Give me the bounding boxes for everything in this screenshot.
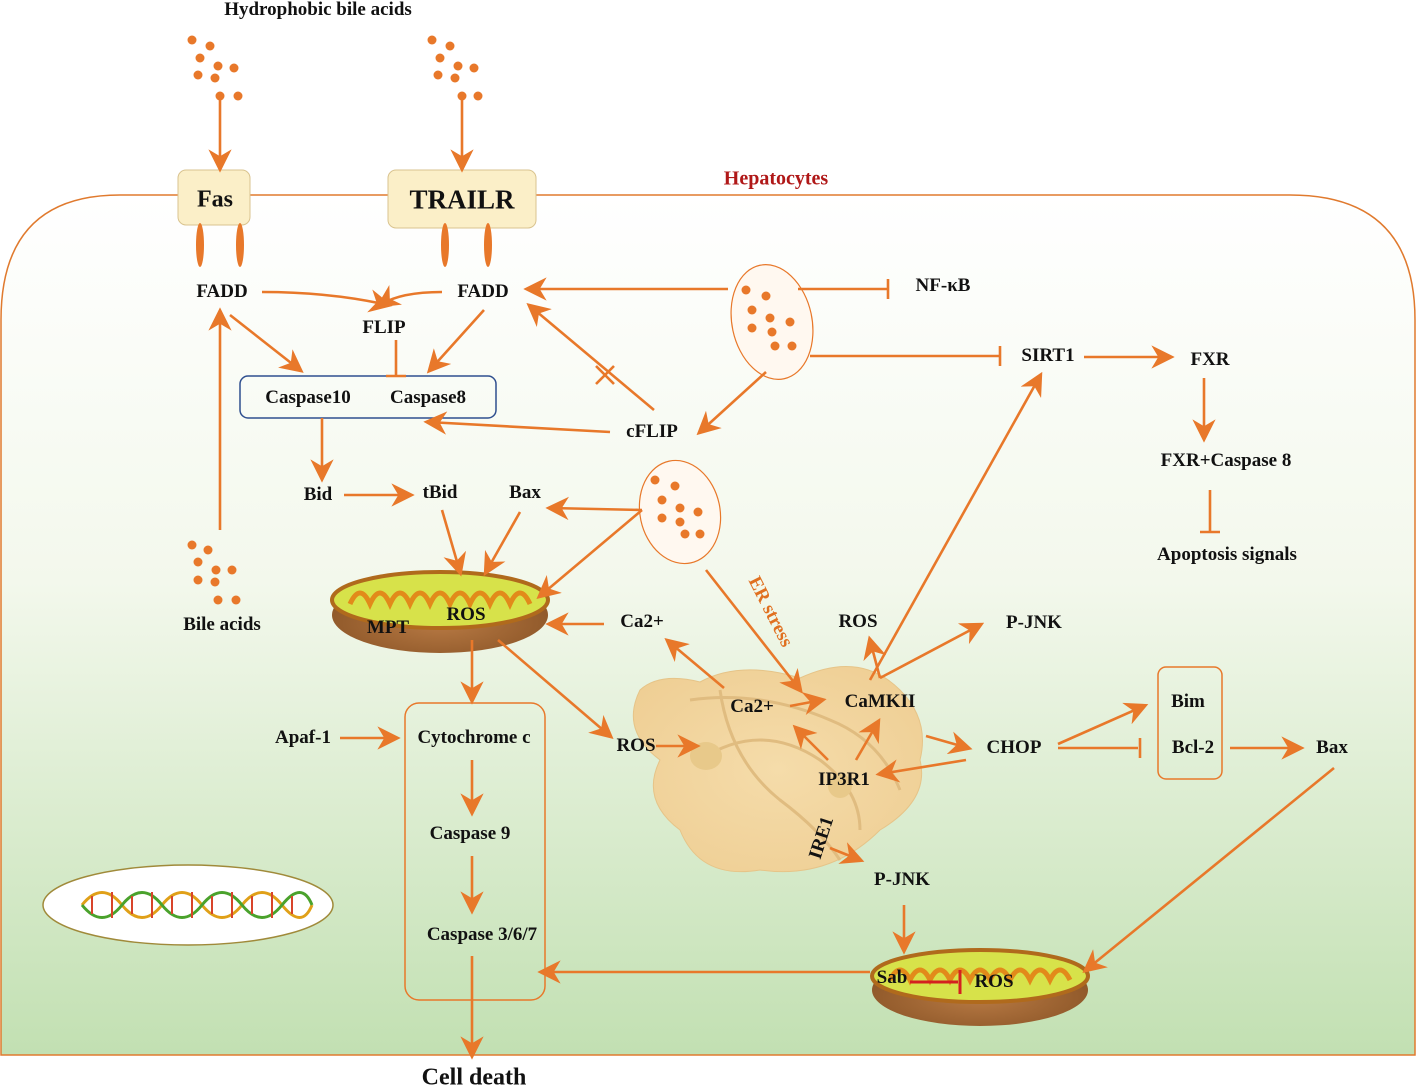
ip3r1: IP3R1 xyxy=(818,769,870,790)
caspase367: Caspase 3/6/7 xyxy=(426,924,538,945)
tbid: tBid xyxy=(422,482,458,503)
caspase9: Caspase 9 xyxy=(429,823,511,844)
inhibition-lines xyxy=(386,279,1220,758)
receptor-stalks xyxy=(196,223,492,267)
sab-ros-inhibition xyxy=(910,970,962,994)
hepatocyte-cell xyxy=(0,194,1416,1056)
fadd-right: FADD xyxy=(457,281,509,302)
cflip: cFLIP xyxy=(626,421,678,442)
camkii: CaMKII xyxy=(844,691,916,712)
ros-top: ROS xyxy=(838,611,878,632)
sirt1: SIRT1 xyxy=(1021,345,1075,366)
trailr-label: TRAILR xyxy=(409,184,515,215)
hepatocytes-label: Hepatocytes xyxy=(723,167,829,190)
bile-acid-vesicle-1 xyxy=(730,264,814,380)
ca2-left: Ca2+ xyxy=(620,611,664,632)
bax-top: Bax xyxy=(509,482,541,503)
cell-death: Cell death xyxy=(421,1064,527,1091)
bile-acids-label: Bile acids xyxy=(183,614,261,635)
caspase10: Caspase10 xyxy=(265,387,351,408)
bax-right: Bax xyxy=(1316,737,1348,758)
hydrophobic-bile-acids-label: Hydrophobic bile acids xyxy=(224,0,412,20)
apaf1: Apaf-1 xyxy=(275,727,331,748)
ros-er: ROS xyxy=(616,735,656,756)
cytochrome-c: Cytochrome c xyxy=(417,727,531,748)
bile-acid-dots-inner xyxy=(187,540,241,605)
bim-bcl2-box xyxy=(1157,666,1223,780)
bcl2: Bcl-2 xyxy=(1171,737,1215,758)
endoplasmic-reticulum xyxy=(632,666,923,873)
sab: Sab xyxy=(876,967,908,988)
fxr-caspase8: FXR+Caspase 8 xyxy=(1160,450,1292,471)
flip: FLIP xyxy=(362,317,406,338)
dna-ellipse xyxy=(42,864,334,946)
bile-acid-dots-right xyxy=(427,35,483,101)
bile-acid-dots-left xyxy=(187,35,243,101)
mitochondrion-bottom xyxy=(870,948,1090,1026)
ros-mito: ROS xyxy=(446,604,486,625)
fxr: FXR xyxy=(1190,349,1230,370)
bid: Bid xyxy=(303,484,333,505)
caspase-complex-box xyxy=(239,375,497,419)
mpt: MPT xyxy=(366,617,410,638)
p-jnk-top: P-JNK xyxy=(1006,612,1062,633)
bim: Bim xyxy=(1171,691,1205,712)
bile-acid-vesicle-2 xyxy=(638,459,722,565)
apoptosis-signals: Apoptosis signals xyxy=(1157,544,1297,565)
caspase8: Caspase8 xyxy=(389,387,467,408)
ros-bottom: ROS xyxy=(974,971,1014,992)
fadd-left: FADD xyxy=(196,281,248,302)
fas-label: Fas xyxy=(197,186,233,213)
nf-kb: NF-κB xyxy=(915,275,971,296)
p-jnk-bottom: P-JNK xyxy=(874,869,930,890)
ca2-er: Ca2+ xyxy=(730,696,774,717)
mitochondrion-top xyxy=(330,570,550,653)
chop: CHOP xyxy=(986,737,1042,758)
arrows xyxy=(208,98,1335,1060)
